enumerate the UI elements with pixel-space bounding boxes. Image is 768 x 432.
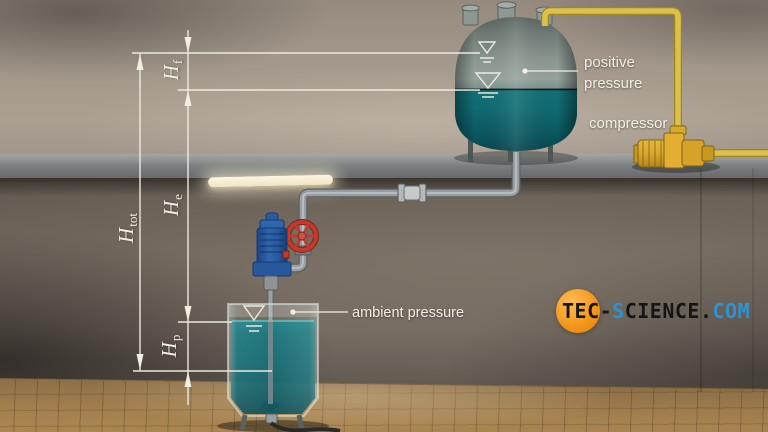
wall-seam [752,168,754,392]
discharge-pipe [284,152,521,273]
arrow-down-icon [184,306,192,322]
logo-tec-science: TEC-SCIENCE.COM [562,299,750,323]
water-level-symbols [242,41,502,332]
leader-dot [522,68,528,74]
positive-pressure-label: positive pressure [584,54,643,92]
air-pipe [541,6,768,157]
pump-drain-plug [282,250,290,259]
logo-part: CIENCE [624,299,700,323]
arrow-down-icon [136,354,144,370]
drain-hose [269,421,341,432]
lower-wall [0,158,768,396]
logo-circle [556,289,600,333]
logo-part: TEC- [562,299,613,323]
upper-wall [0,0,768,158]
arrow-up-icon [136,54,144,70]
water-level-icon [474,72,502,98]
wall-seam [700,168,702,392]
water-level-icon [242,305,266,332]
logo-part: S [612,299,625,323]
arrow-down-icon [184,37,192,53]
logo-part: . [699,299,713,323]
pipe-flange-coupling [397,183,427,203]
ambient-pressure-label: ambient pressure [352,305,465,321]
water-level-icon [477,41,497,63]
arrow-up-icon [184,371,192,387]
compressor [633,125,715,169]
leader-lines [290,68,578,315]
ledge-shadow [0,178,768,196]
pressure-tank [455,1,577,162]
open-tank [227,303,341,432]
leader-dot [290,309,296,315]
compressor-label: compressor [589,115,668,132]
dimension-arrows [136,37,192,387]
arrow-up-icon [184,90,192,106]
logo-part: COM [712,299,751,323]
gate-valve [285,219,319,256]
